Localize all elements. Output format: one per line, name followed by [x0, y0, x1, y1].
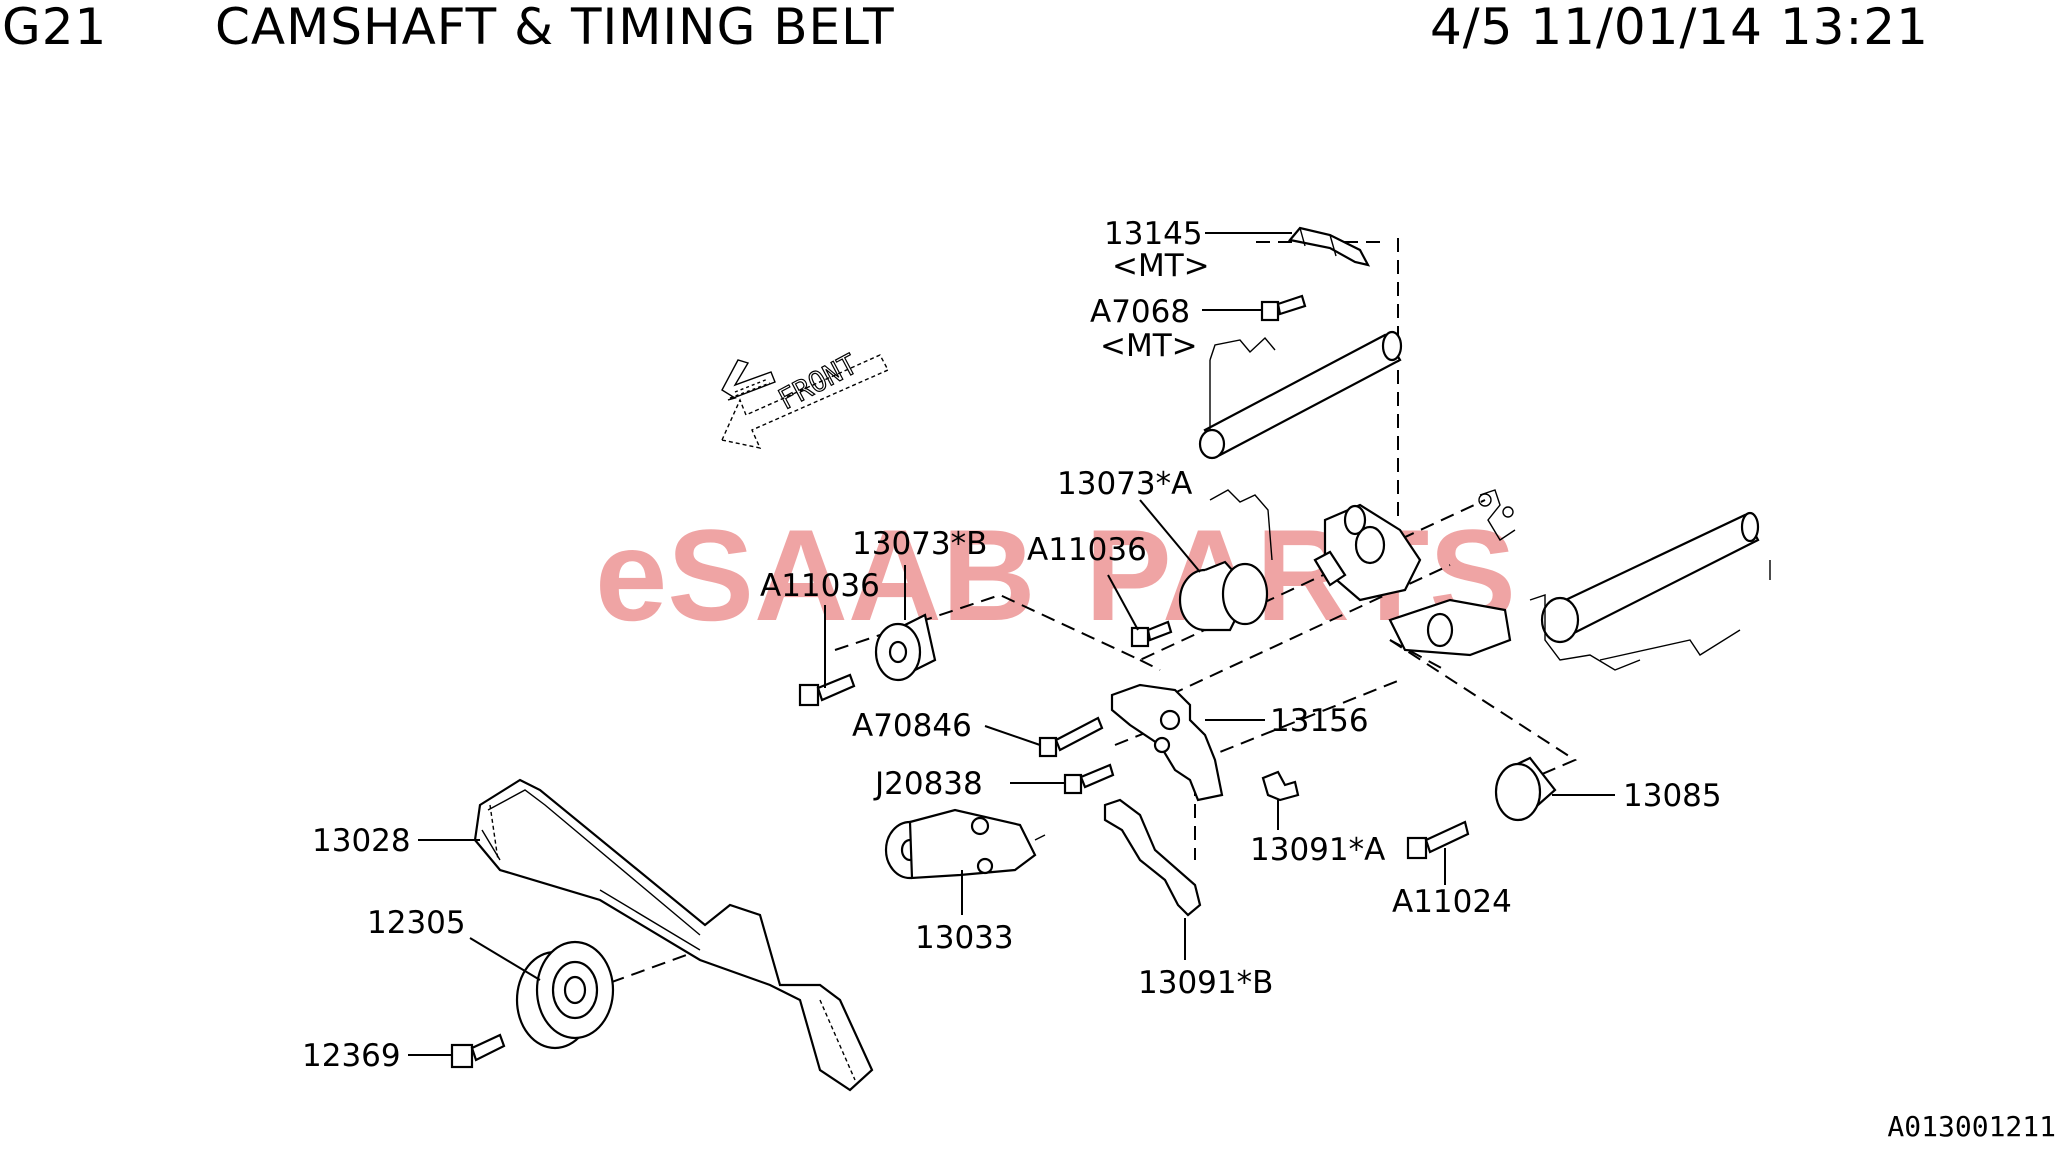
group-code: G21: [2, 0, 108, 56]
diagram-reference-code: A013001211: [1887, 1110, 2056, 1143]
assembly-guide-lines: [589, 238, 1578, 991]
part-13085-pulley: [1494, 756, 1557, 822]
part-a11024-bolt: [1406, 820, 1470, 860]
part-13073a-idler-pulley: [1178, 560, 1269, 632]
part-13156-tensioner-bracket: [1110, 683, 1224, 802]
label-12369: 12369: [302, 1038, 401, 1074]
part-camshaft-upper: [1198, 330, 1403, 561]
part-12305-crank-pulley: [515, 940, 615, 1050]
part-13145-bracket: [1287, 226, 1371, 267]
label-mt-2: <MT>: [1100, 328, 1198, 364]
label-13073b: 13073*B: [852, 526, 987, 562]
part-13091b-bracket: [1103, 798, 1202, 917]
label-13145: 13145: [1104, 216, 1203, 252]
part-13091a-clip: [1261, 770, 1300, 802]
part-j20838-bolt: [1063, 763, 1115, 795]
label-12305: 12305: [367, 905, 466, 941]
part-13073b-idler-pulley: [874, 613, 937, 682]
part-labels: 13145 <MT> A7068 <MT> 13073*A 13073*B A1…: [302, 216, 1722, 1074]
label-13091a: 13091*A: [1250, 832, 1385, 868]
label-a70846: A70846: [852, 708, 972, 744]
part-a70846-bolt: [1038, 716, 1104, 758]
part-a11036-bolt-mid: [1130, 620, 1173, 648]
front-label: FRONT: [773, 347, 863, 416]
part-13033-tensioner: [884, 808, 1046, 880]
label-a7068: A7068: [1090, 294, 1190, 330]
part-a11036-bolt-left: [798, 673, 856, 707]
part-camshaft-right: [1529, 511, 1771, 671]
label-13073a: 13073*A: [1057, 466, 1192, 502]
front-arrow-icon: FRONT: [721, 347, 889, 449]
label-a11024: A11024: [1392, 884, 1512, 920]
label-13028: 13028: [312, 823, 411, 859]
label-a11036-mid: A11036: [1027, 532, 1147, 568]
label-mt-1: <MT>: [1112, 248, 1210, 284]
label-13091b: 13091*B: [1138, 965, 1273, 1001]
label-13156: 13156: [1270, 703, 1369, 739]
page-info: 4/5 11/01/14 13:21: [1430, 0, 1929, 56]
label-j20838: J20838: [873, 766, 983, 802]
diagram-title: CAMSHAFT & TIMING BELT: [215, 0, 895, 56]
part-small-clip: [1478, 489, 1516, 541]
part-12369-bolt: [450, 1033, 506, 1069]
part-13028-timing-belt: [473, 778, 874, 1092]
watermark-text-esaab: eSAAB: [595, 502, 1036, 648]
part-a7068-bolt: [1260, 294, 1307, 322]
label-a11036-left: A11036: [760, 568, 880, 604]
label-13033: 13033: [915, 920, 1014, 956]
leader-lines: [408, 232, 1615, 1056]
part-tensioner-housing: [1313, 503, 1512, 657]
label-13085: 13085: [1623, 778, 1722, 814]
